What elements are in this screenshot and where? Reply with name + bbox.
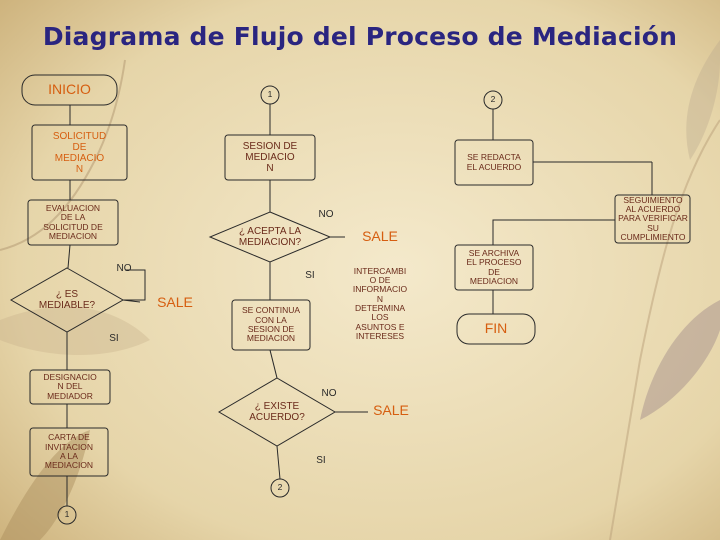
node-evaluacion: EVALUACION DE LA SOLICITUD DE MEDIACION: [43, 202, 103, 241]
line-existe-conector2: [276, 445, 281, 480]
node-carta: CARTA DE INVITACION A LA MEDIACION: [44, 432, 94, 471]
node-sale-1: SALE: [157, 294, 193, 311]
label-si-mediable: SI: [109, 332, 119, 344]
node-inicio: INICIO: [48, 81, 91, 98]
stem-left-decoration: [0, 59, 126, 251]
line-evaluacion-esmediable: [67, 244, 71, 269]
shape-continua: [231, 299, 311, 351]
leaf-right-top-decoration: [686, 40, 720, 160]
label-si-acepta: SI: [305, 269, 315, 281]
node-designacion: DESIGNACIO N DEL MEDIADOR: [43, 371, 97, 401]
node-sale-2: SALE: [362, 228, 398, 245]
diagram-title: Diagrama de Flujo del Proceso de Mediaci…: [42, 22, 678, 51]
line-esmediable-sale: [122, 299, 141, 303]
node-connector-2-bottom: 2: [277, 482, 283, 493]
node-solicitud: SOLICITUD DE MEDIACIO N: [52, 130, 107, 175]
node-sale-3: SALE: [373, 402, 409, 419]
node-fin: FIN: [484, 320, 508, 337]
node-archiva: SE ARCHIVA EL PROCESO DE MEDIACION: [466, 247, 522, 286]
label-si-acuerdo: SI: [316, 454, 326, 466]
shape-archiva: [454, 244, 534, 291]
leaf-bottom-decoration: [0, 430, 90, 540]
label-no-acuerdo: NO: [321, 387, 337, 399]
node-acepta: ¿ ACEPTA LA MEDIACION?: [238, 226, 302, 248]
shape-carta: [29, 427, 109, 477]
leaf-left-decoration: [0, 306, 150, 355]
line-continua-existe: [269, 349, 278, 379]
node-es-mediable: ¿ ES MEDIABLE?: [38, 289, 96, 311]
shape-designacion: [29, 369, 111, 405]
node-existe: ¿ EXISTE ACUERDO?: [249, 401, 305, 423]
node-intercambio: INTERCAMBI O DE INFORMACIO N DETERMINA L…: [352, 265, 408, 342]
line-no-mediable: [123, 269, 146, 301]
label-no-acepta: NO: [318, 208, 334, 220]
node-seguimiento: SEGUIMIENTO AL ACUERDO PARA VERIFICAR SU…: [618, 194, 688, 243]
label-no-mediable: NO: [116, 262, 132, 274]
line-seguimiento-archiva: [492, 219, 615, 245]
stem-right-decoration: [609, 119, 720, 540]
node-continua: SE CONTINUA CON LA SESION DE MEDIACION: [241, 305, 301, 344]
node-sesion: SESION DE MEDIACIO N: [242, 141, 298, 174]
node-connector-1-top: 1: [267, 89, 273, 100]
node-redacta: SE REDACTA EL ACUERDO: [466, 152, 522, 172]
node-connector-2-top: 2: [490, 94, 496, 105]
shape-evaluacion: [27, 199, 119, 246]
shape-solicitud: [31, 124, 128, 181]
node-connector-1-bottom: 1: [64, 509, 70, 520]
shape-fin: [456, 313, 536, 345]
leaf-right-decoration: [640, 300, 720, 420]
